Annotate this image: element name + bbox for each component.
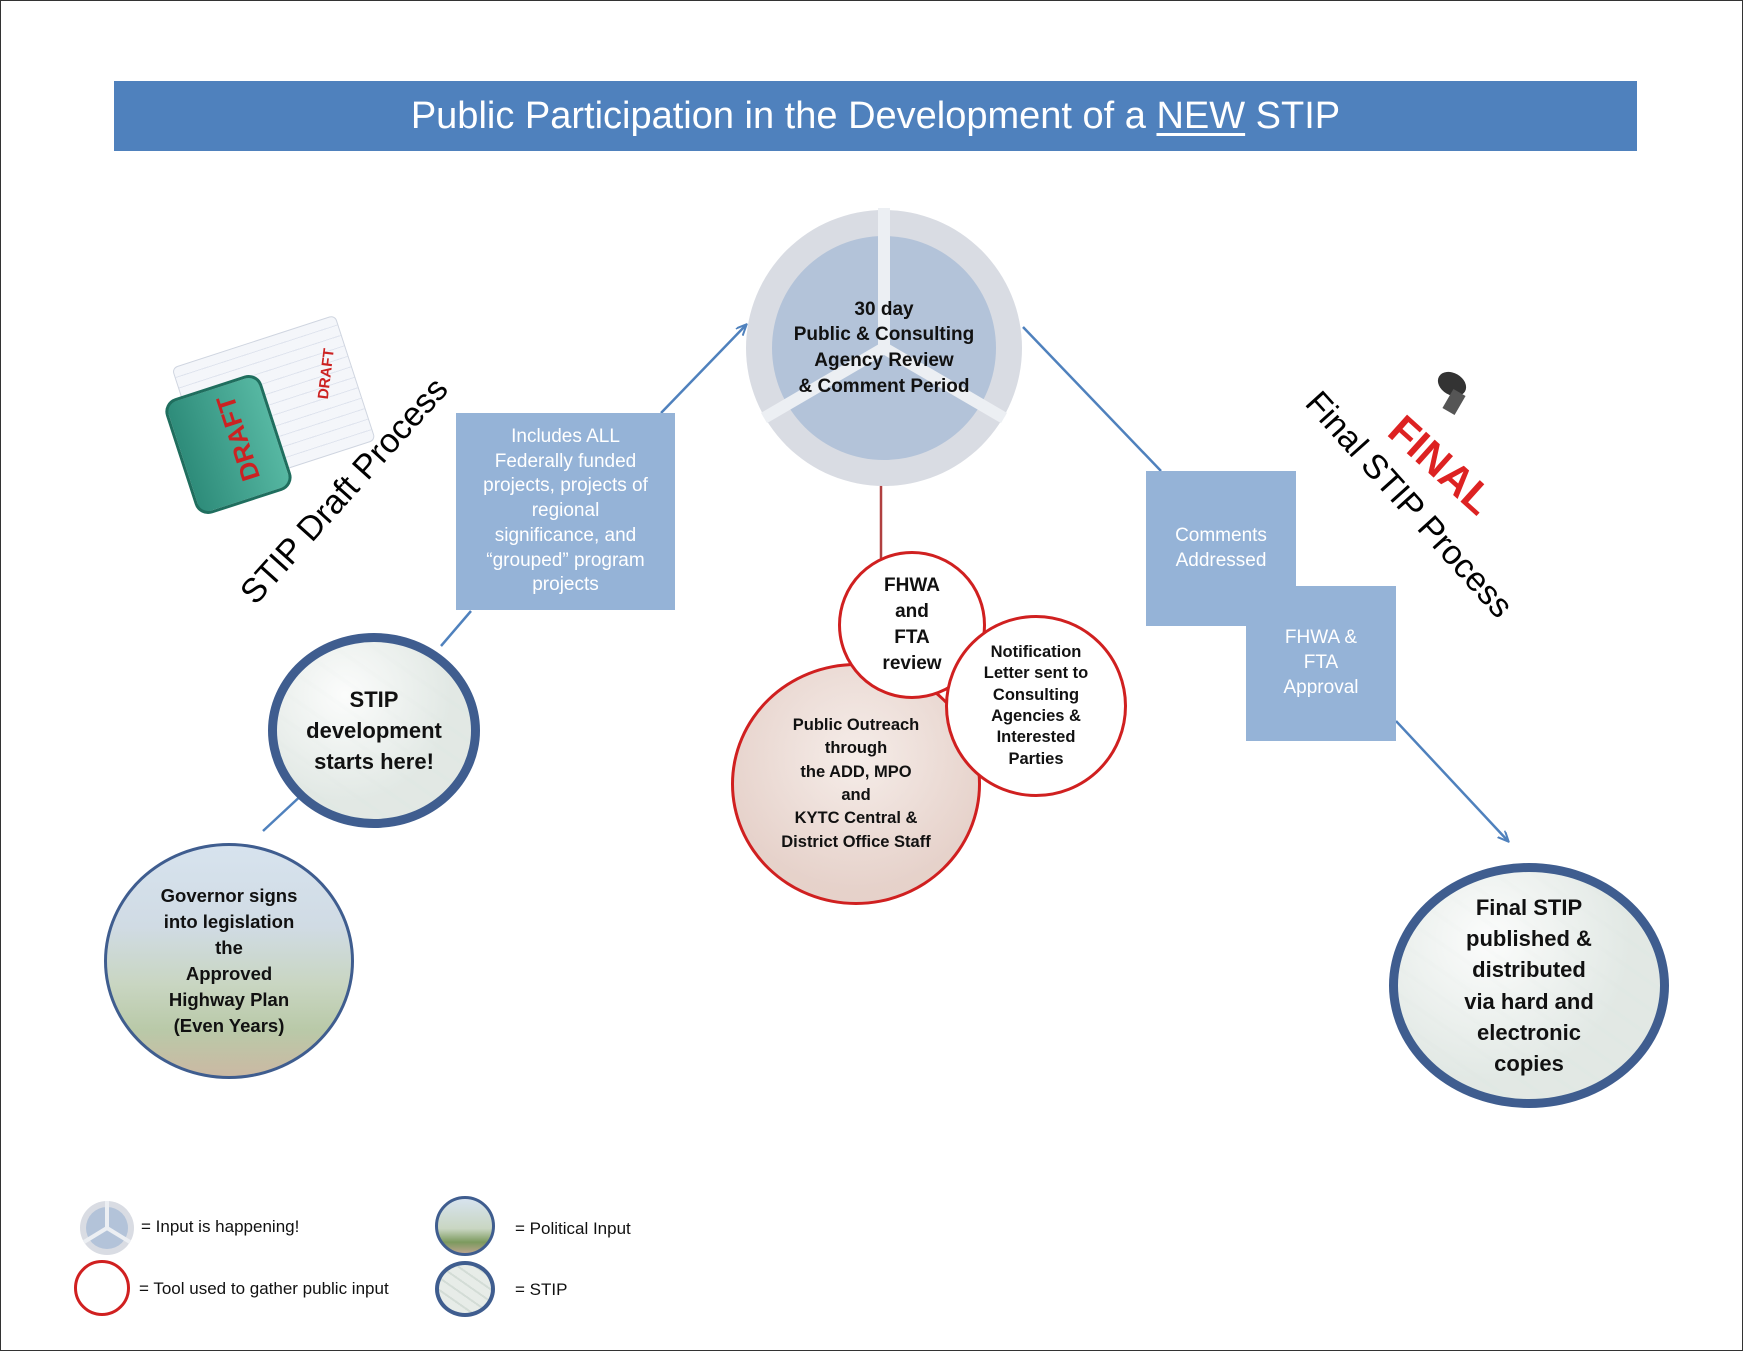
- final-stip-line-4: via hard and: [1464, 988, 1594, 1014]
- tool-circle-icon: [74, 1260, 130, 1316]
- arrow-approval-to-final: [1395, 720, 1508, 841]
- final-stip-line-5: electronic: [1477, 1019, 1581, 1045]
- governor-line-4: Approved: [185, 963, 273, 984]
- notification-line-2: Letter sent to: [983, 664, 1089, 683]
- includes-line-5: significance, and: [494, 524, 637, 546]
- fhwa-line-2: and: [895, 600, 929, 622]
- fhwa-review-circle: FHWA and FTA review: [838, 551, 986, 699]
- stip-start-line-2: development: [306, 717, 442, 743]
- review-line-1: 30 day: [854, 298, 914, 320]
- notification-circle: Notification Letter sent to Consulting A…: [945, 615, 1127, 797]
- fhwa-line-1: FHWA: [884, 574, 940, 596]
- governor-line-5: Highway Plan: [168, 988, 290, 1010]
- review-line-4: & Comment Period: [798, 375, 970, 397]
- final-stip-circle: Final STIP published & distributed via h…: [1389, 863, 1669, 1108]
- includes-line-4: regional: [531, 500, 600, 522]
- line-start-to-includes: [440, 610, 472, 647]
- political-circle-icon: [435, 1196, 495, 1256]
- notification-line-6: Parties: [1008, 749, 1064, 768]
- stip-circle-icon: [435, 1261, 495, 1317]
- cycle-icon: [746, 208, 1022, 486]
- outreach-line-4: and: [841, 786, 871, 804]
- legend-political-label: = Political Input: [515, 1219, 631, 1238]
- title-emphasis: NEW: [1156, 94, 1246, 137]
- final-stip-line-2: published &: [1466, 926, 1592, 952]
- outreach-line-3: the ADD, MPO: [800, 762, 912, 781]
- governor-circle: Governor signs into legislation the Appr…: [104, 843, 354, 1079]
- title-suffix: STIP: [1245, 94, 1341, 137]
- review-line-2: Public & Consulting: [793, 324, 975, 346]
- review-cycle: 30 day Public & Consulting Agency Review…: [744, 208, 1024, 488]
- outreach-line-1: Public Outreach: [792, 715, 920, 734]
- public-outreach-circle: Public Outreach through the ADD, MPO and…: [731, 663, 981, 905]
- includes-box: Includes ALL Federally funded projects, …: [456, 413, 675, 610]
- legend-input-label: = Input is happening!: [141, 1217, 300, 1236]
- stip-start-line-1: STIP: [349, 686, 399, 712]
- input-cycle-icon: [80, 1201, 134, 1255]
- notification-line-3: Consulting: [992, 685, 1080, 704]
- final-stamp-icon: [1429, 366, 1489, 423]
- notification-line-5: Interested: [996, 728, 1076, 747]
- approval-line-1: FHWA &: [1284, 627, 1358, 649]
- notification-line-4: Agencies &: [991, 707, 1081, 725]
- includes-line-1: Includes ALL: [511, 426, 620, 448]
- comments-line-2: Addressed: [1175, 549, 1267, 571]
- legend-stip-label: = STIP: [515, 1280, 568, 1299]
- title-prefix: Public Participation in the Development …: [410, 94, 1157, 137]
- stip-start-circle: STIP development starts here!: [268, 633, 480, 828]
- arrow-includes-to-review: [660, 325, 746, 414]
- title-bar: Public Participation in the Development …: [114, 81, 1637, 151]
- final-stip-line-3: distributed: [1472, 957, 1586, 983]
- review-line-3: Agency Review: [814, 350, 954, 371]
- final-stip-line-6: copies: [1494, 1050, 1564, 1076]
- approval-line-2: FTA: [1303, 652, 1339, 674]
- outreach-line-5: KYTC Central &: [794, 809, 918, 828]
- stip-start-line-3: starts here!: [314, 749, 434, 775]
- outreach-line-2: through: [824, 739, 888, 758]
- approval-line-3: Approval: [1283, 676, 1359, 698]
- governor-line-6: (Even Years): [173, 1014, 285, 1036]
- governor-line-2: into legislation: [163, 911, 295, 933]
- notification-line-1: Notification: [990, 642, 1082, 661]
- legend: = Input is happening! = Tool used to gat…: [73, 1196, 693, 1326]
- legend-tool-label: = Tool used to gather public input: [139, 1279, 389, 1298]
- includes-line-2: Federally funded: [494, 450, 637, 472]
- includes-line-3: projects, projects of: [483, 475, 648, 497]
- final-stip-line-1: Final STIP: [1475, 894, 1583, 920]
- approval-box: FHWA & FTA Approval: [1246, 586, 1396, 741]
- line-review-to-comments: [1022, 326, 1162, 472]
- includes-line-6: “grouped” program: [486, 549, 645, 571]
- governor-line-3: the: [215, 937, 243, 959]
- fhwa-line-3: FTA: [894, 627, 930, 648]
- comments-line-1: Comments: [1175, 524, 1267, 546]
- governor-line-1: Governor signs: [160, 885, 298, 907]
- outreach-line-6: District Office Staff: [781, 832, 931, 851]
- fhwa-line-4: review: [882, 653, 942, 675]
- includes-line-7: projects: [532, 574, 599, 596]
